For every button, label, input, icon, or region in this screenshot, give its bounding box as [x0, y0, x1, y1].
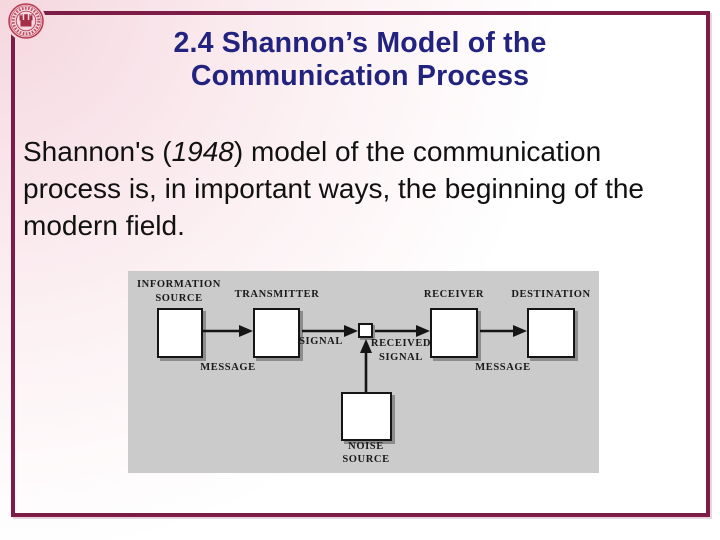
message-left-label: MESSAGE: [200, 362, 256, 373]
received-signal-label-line2: SIGNAL: [379, 352, 423, 363]
destination-box: [527, 308, 575, 358]
slide-border-frame: [11, 11, 710, 517]
receiver-label: RECEIVER: [423, 289, 485, 300]
body-line1-year-italic: 1948: [171, 136, 234, 167]
channel-junction-box: [358, 323, 373, 338]
slide-title: 2.4 Shannon’s Model of the Communication…: [0, 27, 720, 93]
information-source-label-line1: INFORMATION: [137, 279, 221, 290]
shannon-model-diagram: INFORMATION SOURCE TRANSMITTER RECEIVER …: [128, 271, 599, 473]
body-line-1: Shannon's (1948) model of the communicat…: [23, 133, 713, 170]
received-signal-label: RECEIVED SIGNAL: [371, 337, 431, 365]
signal-label: SIGNAL: [299, 336, 343, 347]
received-signal-label-line1: RECEIVED: [370, 338, 432, 349]
body-line-2: process is, in important ways, the begin…: [23, 173, 645, 204]
message-right-label: MESSAGE: [475, 362, 531, 373]
information-source-label: INFORMATION SOURCE: [137, 278, 221, 306]
university-seal-icon: [6, 1, 46, 41]
noise-source-box: [341, 392, 392, 441]
destination-label: DESTINATION: [511, 289, 591, 300]
noise-source-label-line1: NOISE: [348, 441, 384, 452]
body-paragraph: Shannon's (1948) model of the communicat…: [23, 133, 713, 244]
transmitter-label: TRANSMITTER: [234, 289, 320, 300]
noise-source-label: NOISE SOURCE: [342, 440, 389, 466]
body-line1-pre: Shannon's (: [23, 136, 172, 167]
body-line-3: modern field.: [23, 210, 185, 241]
receiver-box: [430, 308, 478, 358]
body-line1-post: ) model of the communication: [233, 136, 602, 167]
noise-source-label-line2: SOURCE: [342, 454, 390, 465]
slide-title-line2: Communication Process: [190, 60, 530, 92]
slide-title-line1: 2.4 Shannon’s Model of the: [173, 27, 547, 59]
information-source-box: [157, 308, 203, 358]
transmitter-box: [253, 308, 300, 358]
information-source-label-line2: SOURCE: [155, 293, 203, 304]
diagram-arrows: [203, 325, 527, 392]
